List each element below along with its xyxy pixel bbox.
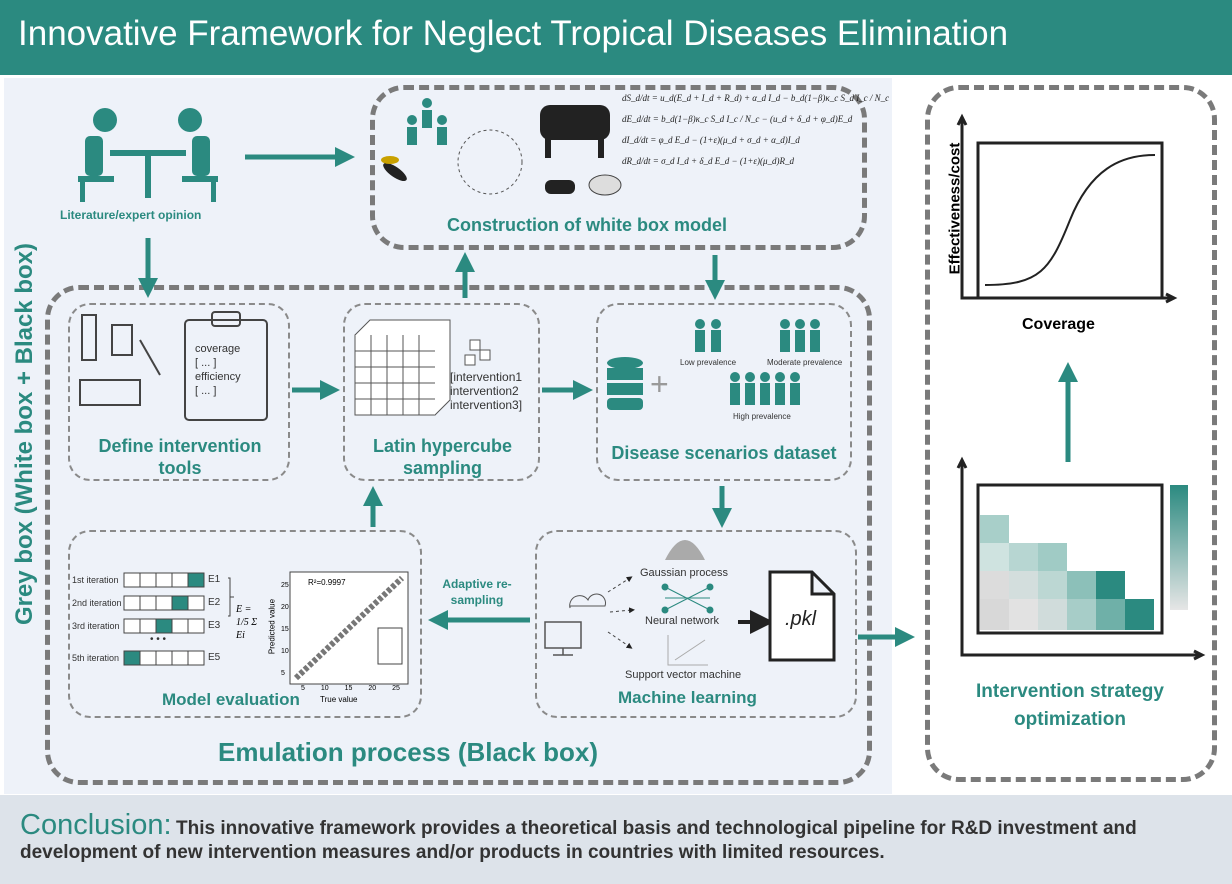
scatter-xlabel: True value (320, 695, 358, 704)
clipboard-text: coverage [ ... ] efficiency [ ... ] (195, 342, 241, 398)
cv-iteration-bars (123, 572, 234, 666)
error-e3: E3 (208, 620, 221, 631)
livestock-icon (540, 105, 622, 196)
color-bar (1170, 485, 1188, 610)
efficiency-value: [ ... ] (195, 385, 217, 397)
gaussian-process-label: Gaussian process (640, 567, 729, 579)
error-e1: E1 (208, 574, 221, 585)
flow-arrows (138, 147, 1078, 647)
pkl-file-label: .pkl (785, 608, 817, 630)
ode-equations: dS_d/dt = u_d(E_d + I_d + R_d) + α_d I_d… (622, 88, 889, 172)
model-evaluation-title: Model evaluation (162, 690, 300, 709)
ytick: 15 (281, 625, 289, 633)
heatmap-cells (980, 515, 1154, 630)
define-tools-box (68, 303, 290, 481)
intervention-1: [intervention1 (450, 370, 523, 384)
population-icon (407, 98, 447, 145)
r-squared: R²=0.9997 (308, 578, 346, 587)
scatter-ylabel: Predicted value (267, 598, 277, 655)
grey-box-panel (4, 78, 892, 794)
conclusion-heading: Conclusion: (20, 809, 172, 841)
mosquito-icon (381, 156, 407, 182)
iteration-5-label: 5th iteration (72, 653, 120, 663)
computer-icon (544, 621, 582, 656)
conclusion-text: This innovative framework provides a the… (20, 818, 1137, 863)
optimization-frame (925, 85, 1217, 782)
white-box-title: Construction of white box model (447, 215, 727, 235)
emulation-title: Emulation process (Black box) (218, 737, 598, 767)
disease-scenarios-box (596, 303, 852, 481)
iteration-2-label: 2nd iteration (72, 598, 122, 608)
ytick: 20 (281, 603, 289, 611)
ellipsis: • • • (150, 634, 167, 645)
ml-method-arrows (607, 576, 635, 649)
latin-hypercube-title: Latin hypercube sampling (372, 436, 513, 478)
pkl-file-icon (768, 570, 836, 662)
error-e2: E2 (208, 597, 221, 608)
coverage-value: [ ... ] (195, 357, 217, 369)
iteration-3-label: 3rd iteration (72, 621, 120, 631)
adaptive-resampling-label: Adaptive re-sampling (442, 577, 512, 607)
low-prevalence-label: Low prevalence (680, 358, 737, 367)
curve-xlabel: Coverage (1022, 316, 1095, 333)
xtick: 15 (344, 685, 353, 692)
define-tools-title: Define intervention tools (98, 436, 262, 478)
intervention-3: intervention3] (450, 398, 523, 412)
scatter-xticks: 5 10 15 20 25 (293, 685, 408, 692)
white-box-model-frame (370, 85, 867, 250)
database-icon (607, 357, 643, 410)
clipboard-icon (184, 319, 268, 421)
neural-network-label: Neural network (645, 615, 719, 627)
cloud-icon (569, 593, 606, 609)
equation-e: dE_d/dt = b_d(1−β)κ_c S_d I_c / N_c − (u… (622, 114, 853, 124)
curve-ylabel: Effectiveness/cost (946, 142, 964, 275)
equation-r: dR_d/dt = σ_d I_d + δ_d E_d − (1+ε)(μ_d)… (622, 156, 794, 166)
hypercube-grid (354, 319, 491, 416)
equation-s: dS_d/dt = u_d(E_d + I_d + R_d) + α_d I_d… (622, 93, 890, 103)
neural-network-icon (661, 583, 714, 614)
gaussian-icon (665, 540, 705, 560)
moderate-prevalence-label: Moderate prevalence (767, 358, 843, 367)
plus-icon: + (650, 366, 669, 402)
effectiveness-curve-chart (956, 113, 1178, 304)
pathogen-icon (457, 129, 523, 195)
conclusion-band: Conclusion: This innovative framework pr… (0, 795, 1232, 884)
error-e5: E5 (208, 652, 221, 663)
intervention-tools-icon (79, 311, 268, 421)
intervention-2: intervention2 (450, 384, 519, 398)
literature-label: Literature/expert opinion (60, 208, 202, 222)
scatter-yticks: 5 10 15 20 25 (281, 574, 289, 684)
xtick: 25 (392, 685, 400, 692)
machine-learning-box (535, 530, 857, 718)
high-prevalence-label: High prevalence (733, 412, 791, 421)
ytick: 10 (281, 647, 289, 655)
coverage-label: coverage (195, 343, 241, 355)
efficiency-label: efficiency (195, 371, 241, 383)
svm-label: Support vector machine (625, 669, 742, 681)
prediction-scatter (289, 571, 409, 685)
page-title: Innovative Framework for Neglect Tropica… (0, 0, 1232, 75)
latin-hypercube-box (343, 303, 540, 481)
emulation-frame (45, 285, 872, 785)
xtick: 10 (320, 685, 329, 692)
intervention-list: [intervention1 intervention2 interventio… (450, 370, 522, 412)
xtick: 5 (300, 685, 305, 692)
s-curve (984, 154, 1156, 286)
disease-scenarios-title: Disease scenarios dataset (611, 443, 837, 463)
model-evaluation-box (68, 530, 422, 718)
equation-i: dI_d/dt = φ_d E_d − (1+ε)(μ_d + σ_d + α_… (622, 135, 800, 145)
expert-meeting-icon (78, 108, 218, 202)
machine-learning-title: Machine learning (618, 688, 757, 707)
strategy-heatmap (956, 456, 1206, 661)
prevalence-people-icons (695, 319, 820, 405)
svm-icon (667, 635, 708, 666)
ytick: 25 (281, 581, 289, 589)
ytick: 5 (281, 669, 285, 677)
xtick: 20 (368, 685, 377, 692)
iteration-1-label: 1st iteration (72, 575, 119, 585)
mean-error-formula: E = 1/5 Σ Ei (236, 604, 258, 641)
optimization-title: Intervention strategy optimization (976, 681, 1164, 730)
